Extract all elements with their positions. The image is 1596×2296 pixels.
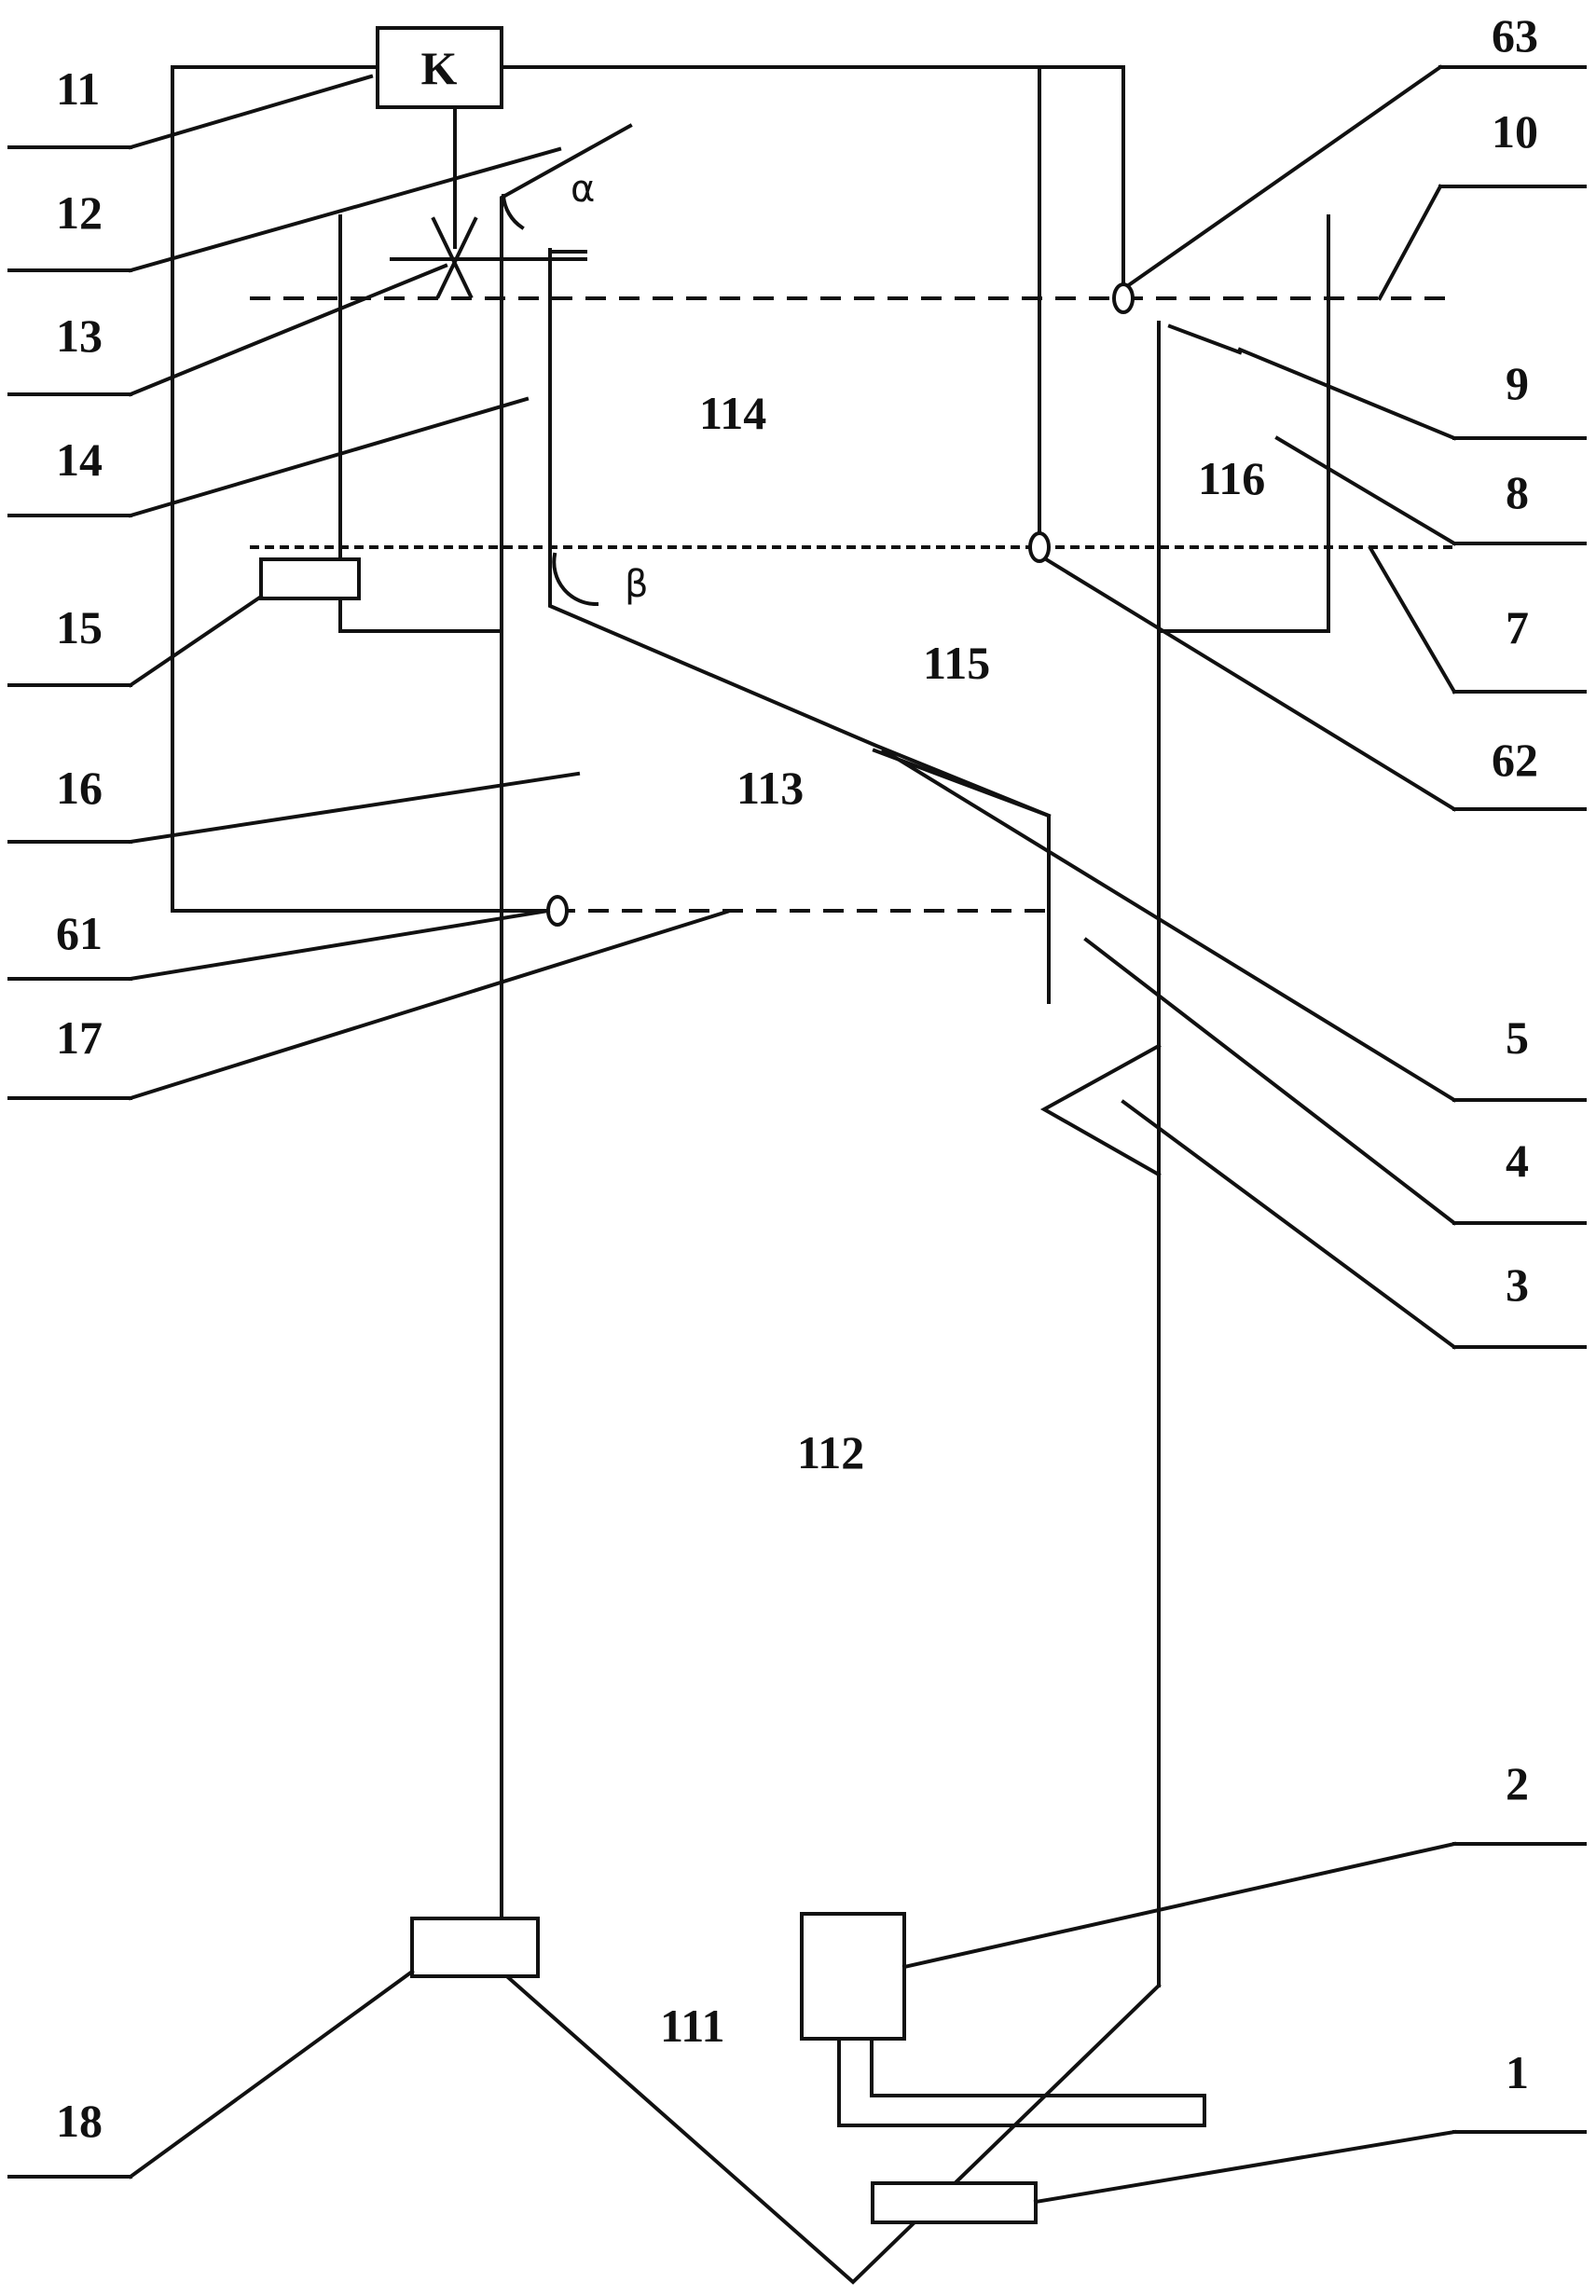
sensor-61 (546, 895, 569, 927)
distributor-pipe (837, 2037, 1206, 2127)
angle-alpha-arc (501, 193, 525, 230)
conical-bottom (499, 1969, 1162, 2285)
callout-line-2 (901, 1841, 1457, 1970)
left-inlet-pipe-12 (500, 123, 633, 261)
controller-box (376, 26, 503, 109)
control-wire-top (500, 65, 1125, 300)
callout-label-7: 7 (1506, 601, 1529, 653)
zone-label-114: 114 (699, 387, 766, 439)
callout-label-3: 3 (1506, 1258, 1529, 1311)
callout-line-13 (128, 263, 448, 397)
callout-line-1 (1033, 2129, 1457, 2205)
callout-label-15: 15 (56, 601, 103, 653)
callout-label-1: 1 (1506, 2046, 1529, 2098)
callout-line-61 (128, 908, 551, 982)
callout-label-63: 63 (1492, 9, 1538, 62)
callout-label-11: 11 (56, 62, 100, 115)
unit-1 (871, 2181, 1038, 2224)
inner-baffle-5 (548, 248, 1051, 1004)
angle-alpha-label: α (571, 168, 595, 211)
callout-line-3 (1121, 1099, 1457, 1350)
deflector-3 (1039, 1043, 1162, 1177)
callout-line-62 (1043, 557, 1457, 812)
callout-label-16: 16 (56, 762, 103, 814)
callout-line-11 (128, 74, 374, 150)
callout-label-5: 5 (1506, 1011, 1529, 1064)
callout-line-7 (1368, 545, 1457, 694)
callout-line-14 (128, 396, 530, 518)
angle-beta-arc (552, 552, 599, 607)
unit-2 (800, 1912, 906, 2041)
callout-line-17 (128, 909, 730, 1101)
callout-line-8 (1274, 435, 1457, 546)
callout-label-4: 4 (1506, 1134, 1529, 1187)
sensor-18 (410, 1917, 540, 1978)
callout-line-18 (128, 1969, 415, 2179)
callout-label-18: 18 (56, 2095, 103, 2147)
sensor-15 (259, 557, 361, 600)
zone-label-115: 115 (923, 637, 990, 689)
callout-line-12 (128, 146, 562, 273)
control-wire-left (171, 65, 552, 913)
callout-label-10: 10 (1492, 105, 1538, 158)
callout-line-15 (128, 594, 264, 688)
callout-line-10 (1377, 184, 1443, 301)
callout-label-8: 8 (1506, 466, 1529, 518)
callout-label-14: 14 (56, 433, 103, 486)
callout-label-61: 61 (56, 907, 103, 959)
callout-line-5 (881, 748, 1457, 1103)
callout-label-9: 9 (1506, 357, 1529, 409)
callout-label-62: 62 (1492, 734, 1538, 786)
zone-label-112: 112 (797, 1426, 864, 1478)
zone-label-113: 113 (736, 762, 804, 814)
angle-beta-label: β (625, 563, 649, 606)
zone-label-111: 111 (660, 2000, 724, 2052)
controller-label: K (421, 42, 458, 94)
callout-label-2: 2 (1506, 1757, 1529, 1809)
callout-label-12: 12 (56, 186, 103, 239)
callout-label-17: 17 (56, 1011, 103, 1064)
weir-9 (1167, 323, 1243, 355)
zone-label-116: 116 (1198, 452, 1265, 504)
callout-line-63 (1127, 64, 1443, 287)
sensor-63 (1112, 282, 1135, 314)
callout-line-9 (1237, 347, 1457, 441)
callout-label-13: 13 (56, 309, 103, 362)
sensor-62 (1028, 531, 1051, 563)
callout-line-16 (128, 771, 581, 845)
callout-line-4 (1083, 937, 1457, 1226)
